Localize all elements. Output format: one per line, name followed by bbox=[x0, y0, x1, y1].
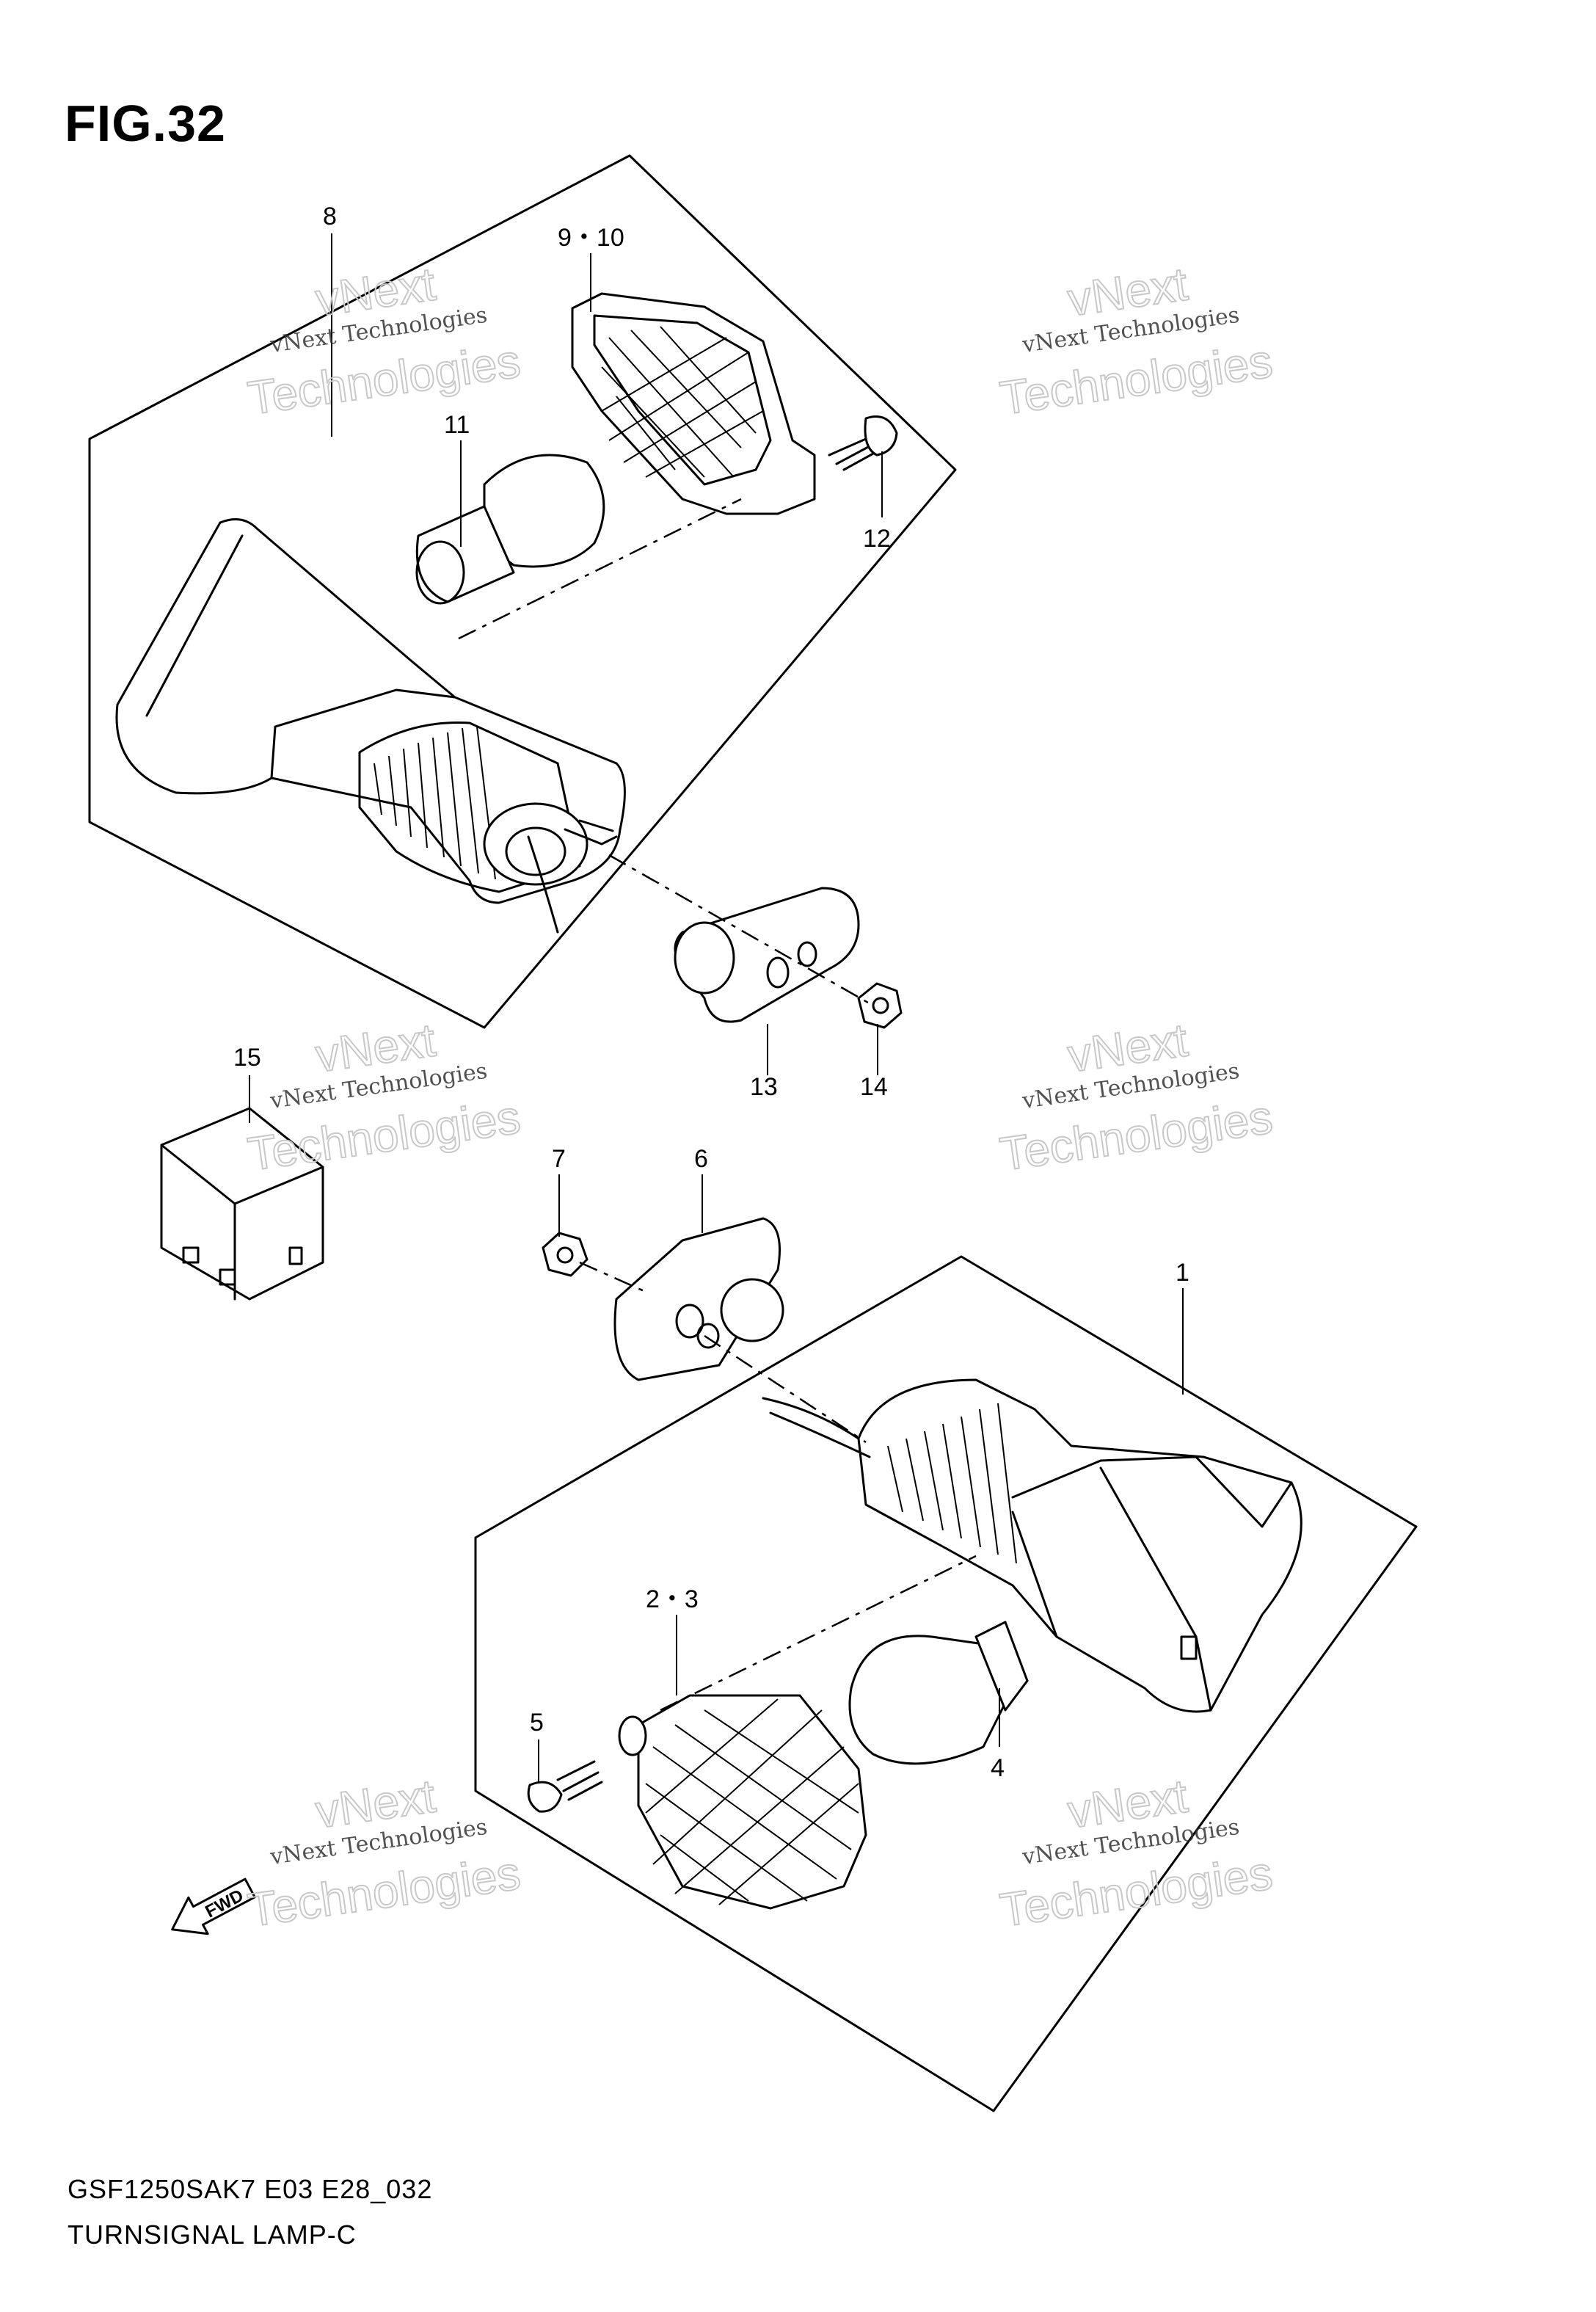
lens-lower bbox=[618, 1694, 867, 1910]
gasket-lower bbox=[613, 1217, 784, 1381]
screw-upper bbox=[828, 415, 898, 471]
screw-lower bbox=[527, 1760, 603, 1813]
callout-12: 12 bbox=[863, 525, 891, 553]
watermark-6: vNext vNext Technologies Technologies bbox=[996, 1768, 1276, 1937]
figure-title: FIG.32 bbox=[65, 95, 226, 152]
callout-7: 7 bbox=[552, 1145, 566, 1173]
callout-6: 6 bbox=[694, 1145, 708, 1173]
watermark-5: vNext vNext Technologies Technologies bbox=[244, 1768, 524, 1937]
bulb-upper bbox=[415, 454, 605, 605]
assembly-box-upper bbox=[88, 154, 957, 1029]
callout-15: 15 bbox=[233, 1044, 261, 1072]
bulb-lower bbox=[848, 1621, 1029, 1765]
callout-14: 14 bbox=[860, 1073, 888, 1101]
callout-4: 4 bbox=[991, 1754, 1005, 1782]
watermark-3: vNext vNext Technologies Technologies bbox=[244, 1012, 524, 1181]
callout-13: 13 bbox=[750, 1073, 778, 1101]
part-group-name: TURNSIGNAL LAMP-C bbox=[68, 2220, 357, 2250]
lamp-housing-upper bbox=[115, 518, 626, 934]
leader-lines bbox=[249, 233, 1184, 1784]
model-code: GSF1250SAK7 E03 E28_032 bbox=[68, 2174, 433, 2204]
callout-9-10: 9・10 bbox=[558, 224, 624, 252]
watermark-1: vNext vNext Technologies Technologies bbox=[244, 256, 524, 425]
nut-upper bbox=[857, 982, 903, 1029]
nut-lower bbox=[542, 1232, 589, 1277]
assembly-box-lower bbox=[474, 1255, 1418, 2112]
callout-8: 8 bbox=[323, 203, 337, 230]
callout-5: 5 bbox=[530, 1709, 544, 1737]
watermark-2: vNext vNext Technologies Technologies bbox=[996, 256, 1276, 425]
watermark-4: vNext vNext Technologies Technologies bbox=[996, 1012, 1276, 1181]
lens-upper bbox=[571, 292, 816, 515]
callout-1: 1 bbox=[1176, 1259, 1189, 1287]
callout-2-3: 2・3 bbox=[646, 1585, 699, 1613]
forward-arrow-icon: FWD bbox=[171, 1877, 256, 1935]
gasket-upper bbox=[674, 887, 860, 1023]
relay bbox=[160, 1107, 324, 1301]
callout-11: 11 bbox=[444, 411, 470, 439]
lamp-housing-lower bbox=[762, 1378, 1302, 1713]
